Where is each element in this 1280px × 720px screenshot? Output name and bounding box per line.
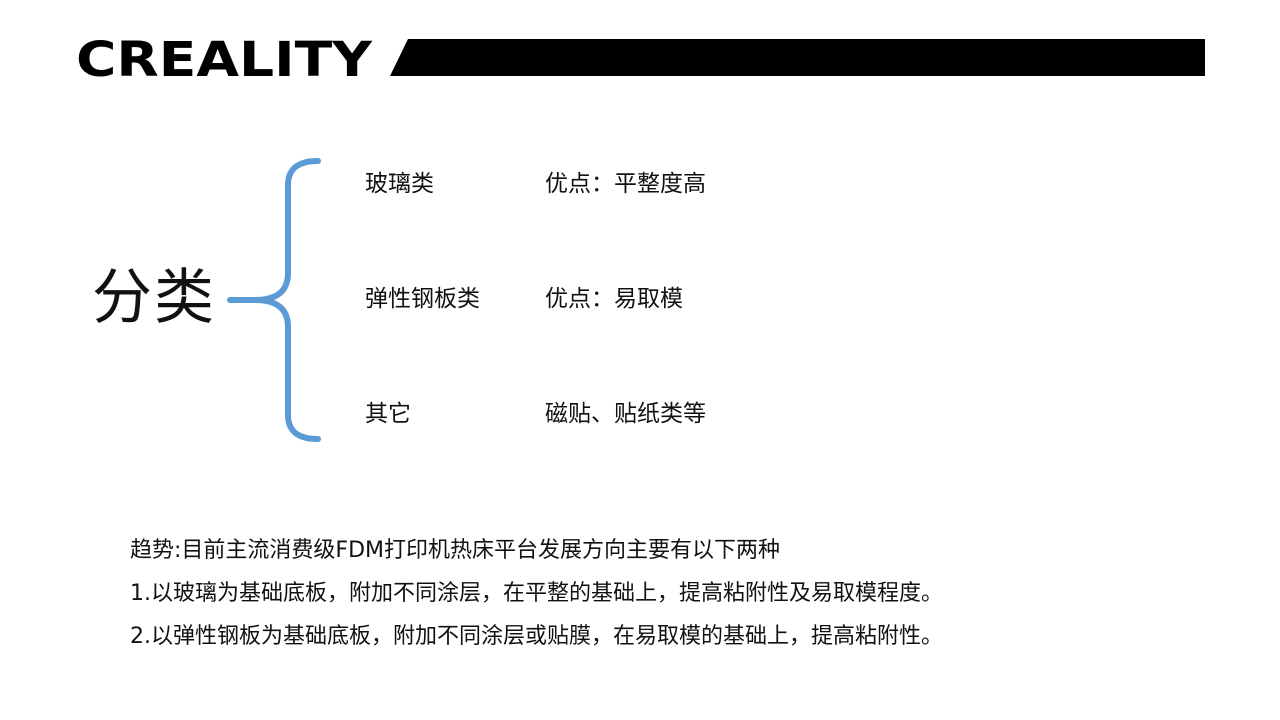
brace-path (227, 158, 321, 442)
header-bar (390, 39, 1205, 76)
curly-brace-icon (227, 158, 321, 442)
logo-text: CREALITY (76, 36, 373, 82)
page-title: 分类 (92, 263, 216, 333)
category-desc-glass: 优点：平整度高 (545, 171, 706, 197)
category-desc-other: 磁贴、贴纸类等 (545, 401, 706, 427)
trend-point-1: 1.以玻璃为基础底板，附加不同涂层，在平整的基础上，提高粘附性及易取模程度。 (130, 581, 943, 606)
category-label-glass: 玻璃类 (365, 171, 434, 197)
category-label-other: 其它 (365, 401, 411, 427)
header-black-stripe (390, 39, 1205, 76)
creality-logo: CREALITY (76, 36, 373, 82)
trend-point-2: 2.以弹性钢板为基础底板，附加不同涂层或贴膜，在易取模的基础上，提高粘附性。 (130, 624, 943, 649)
trend-heading: 趋势:目前主流消费级FDM打印机热床平台发展方向主要有以下两种 (130, 538, 780, 563)
category-label-spring-steel: 弹性钢板类 (365, 286, 480, 312)
category-desc-spring-steel: 优点：易取模 (545, 286, 683, 312)
